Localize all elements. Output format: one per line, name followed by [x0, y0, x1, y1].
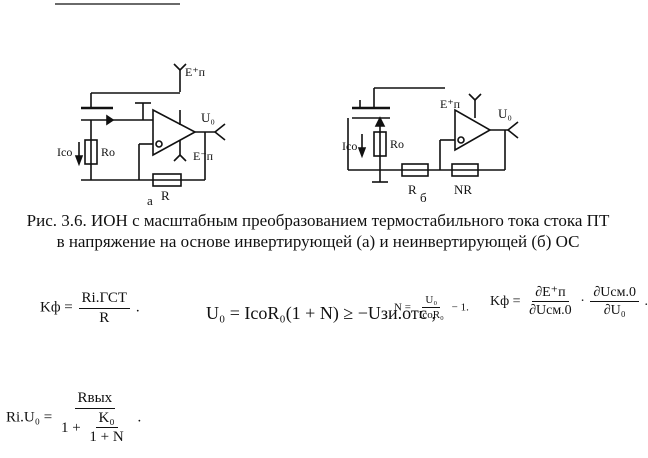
n-denominator: IсоR₀	[418, 309, 444, 322]
k1-numerator: Ri.ГСТ	[78, 290, 131, 309]
circuit-a-label: а	[147, 193, 153, 208]
n-numerator: U₀	[422, 294, 441, 309]
ri-lhs: Ri.U₀ =	[6, 409, 53, 426]
ri-inner-numerator: K₀	[95, 410, 118, 428]
formula-u0: U₀ = IсоR₀(1 + N) ≥ −Uзи.отс ,	[206, 303, 436, 323]
a-current-label: Iсо	[57, 145, 72, 159]
a-output-label: U₀	[201, 110, 215, 125]
caption-line-2: в напряжение на основе инвертирующей (а)…	[56, 232, 580, 251]
k2-end: .	[644, 293, 648, 309]
caption-line-1: Рис. 3.6. ИОН с масштабным преобразовани…	[26, 211, 610, 230]
top-rule	[55, 3, 180, 5]
formula-ri: Ri.U₀ = Rвых 1 + K₀ 1 + N .	[6, 390, 141, 446]
b-current-label: Iсо	[342, 139, 357, 153]
circuit-b-label: б	[420, 190, 427, 205]
a-r0-label: Rо	[101, 145, 115, 159]
k2-numerator-1: ∂E⁺п	[532, 285, 569, 303]
k2-lhs: Kф =	[490, 293, 521, 309]
ri-end: .	[137, 409, 142, 426]
ri-inner-denominator: 1 + N	[89, 429, 124, 445]
b-r0-label: Rо	[390, 137, 404, 151]
k1-end: .	[135, 299, 140, 316]
a-supply-neg: E⁻п	[193, 149, 214, 163]
formula-k-stability: Kф = Ri.ГСТ R .	[40, 290, 140, 326]
k1-denominator: R	[99, 309, 110, 326]
n-lhs: N =	[394, 301, 411, 314]
figure-caption: Рис. 3.6. ИОН с масштабным преобразовани…	[8, 210, 628, 252]
b-r-label: R	[408, 182, 417, 197]
b-supply-pos: E⁺п	[440, 97, 461, 111]
a-feedback-r-label: R	[161, 188, 170, 203]
circuit-b-schematic: E⁺п U₀ Iсо Rо R NR б	[342, 87, 519, 205]
a-supply-pos: E⁺п	[185, 65, 206, 79]
k2-dot: ·	[580, 293, 585, 309]
k2-numerator-2: ∂Uсм.0	[590, 285, 639, 303]
ri-denominator-prefix: 1 +	[60, 419, 81, 436]
ri-numerator: Rвых	[74, 390, 116, 409]
k2-denominator-2: ∂U₀	[603, 303, 626, 319]
circuit-a-schematic: E⁺п E⁻п U₀ Iсо Rо R а	[57, 63, 226, 208]
b-nr-label: NR	[454, 182, 472, 197]
n-tail: − 1.	[451, 301, 469, 314]
b-output-label: U₀	[498, 106, 512, 121]
k1-lhs: Kф =	[40, 299, 73, 316]
formula-n: N = U₀ IсоR₀ − 1.	[394, 294, 469, 321]
formula-k-derivative: Kф = ∂E⁺п ∂Uсм.0 · ∂Uсм.0 ∂U₀ .	[490, 285, 648, 319]
k2-denominator-1: ∂Uсм.0	[529, 303, 572, 319]
